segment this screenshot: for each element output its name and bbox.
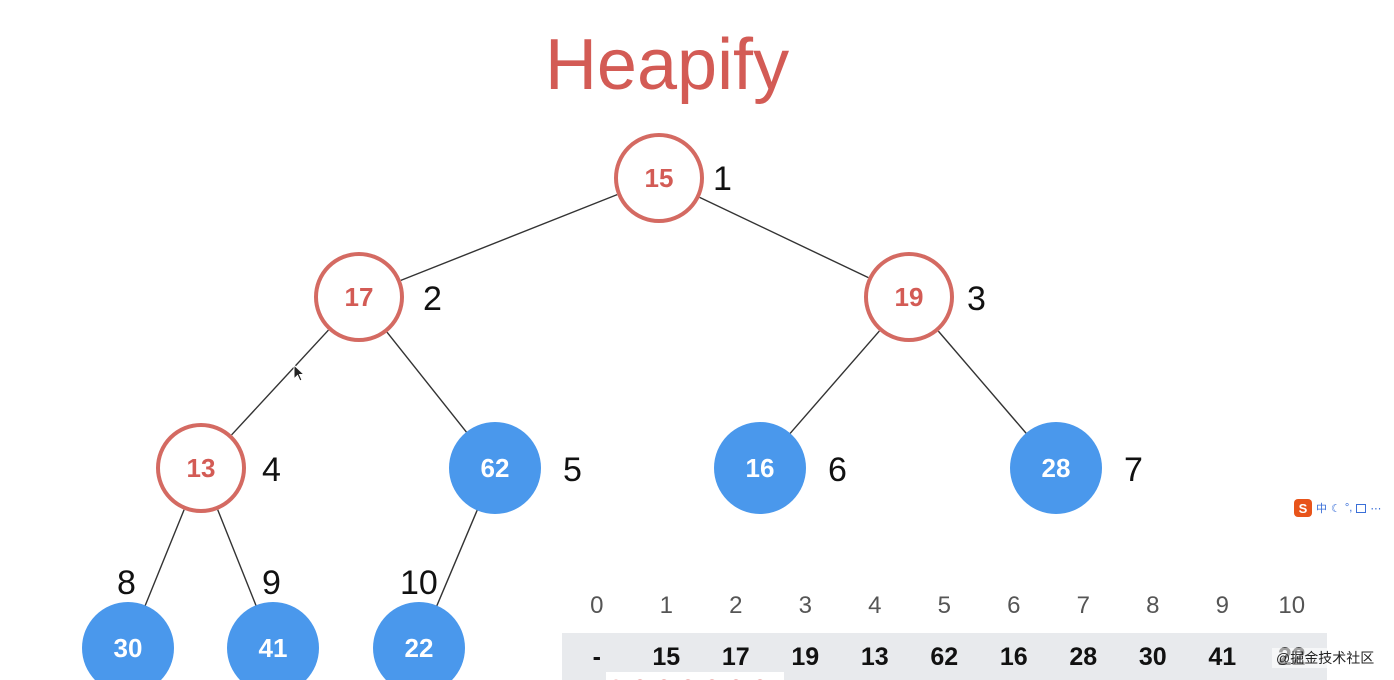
tree-edge-5-10 xyxy=(435,509,479,607)
array-value-cell: 15 xyxy=(652,643,681,671)
node-value: 17 xyxy=(345,282,374,312)
sogou-logo-icon[interactable]: S xyxy=(1294,499,1312,517)
array-index-cell: 3 xyxy=(798,592,812,619)
mouse-cursor-icon xyxy=(293,364,306,382)
node-index-label: 10 xyxy=(400,564,438,602)
diagram-title: Heapify xyxy=(544,25,790,105)
node-index-label: 2 xyxy=(423,280,442,318)
node-circle xyxy=(614,133,704,223)
punctuation-icon[interactable]: °, xyxy=(1344,502,1353,514)
node-value: 19 xyxy=(895,282,924,312)
array-index-cell: 1 xyxy=(659,592,673,619)
array-value-cell: 28 xyxy=(1069,643,1098,671)
array-value-cell: 13 xyxy=(860,643,889,671)
more-icon[interactable]: ⋯ xyxy=(1370,502,1382,515)
array-value-cell: 17 xyxy=(721,643,750,671)
node-value: 30 xyxy=(114,633,143,663)
node-circle xyxy=(156,423,246,513)
tree-edge-1-2 xyxy=(400,193,618,282)
tree-node-8: 30 8 xyxy=(82,564,174,680)
tree-node-10: 22 10 xyxy=(373,564,465,680)
ime-mode-label[interactable]: 中 xyxy=(1316,503,1327,515)
array-value-cell: 41 xyxy=(1208,643,1237,671)
tree-edge-2-4 xyxy=(231,329,329,436)
node-circle xyxy=(1010,422,1102,514)
node-index-label: 7 xyxy=(1124,451,1143,489)
tree-node-1: 15 1 xyxy=(614,133,732,223)
node-index-label: 9 xyxy=(262,564,281,602)
array-value-cell: - xyxy=(592,643,601,671)
tree-node-5: 62 5 xyxy=(449,422,582,514)
node-circle xyxy=(373,602,465,680)
node-value: 28 xyxy=(1042,453,1071,483)
node-circle xyxy=(864,252,954,342)
node-circle xyxy=(227,602,319,680)
node-value: 16 xyxy=(746,453,775,483)
tree-edge-3-7 xyxy=(937,330,1028,435)
tree-edge-4-9 xyxy=(217,509,257,607)
red-annotation-fragment xyxy=(606,672,784,680)
tree-edge-1-3 xyxy=(699,196,869,279)
array-index-cell: 6 xyxy=(1007,592,1021,619)
array-index-cell: 2 xyxy=(729,592,743,619)
node-value: 62 xyxy=(481,453,510,483)
array-value-cell: 62 xyxy=(930,643,959,671)
tree-node-7: 28 7 xyxy=(1010,422,1143,514)
keyboard-icon[interactable] xyxy=(1356,503,1367,513)
array-index-row: 0 1 2 3 4 5 6 7 8 9 10 xyxy=(562,588,1327,624)
tree-node-4: 13 4 xyxy=(156,423,281,513)
tree-edge-3-6 xyxy=(789,330,880,435)
tree-edges xyxy=(144,193,1028,607)
array-value-cell: 16 xyxy=(999,643,1028,671)
node-value: 15 xyxy=(645,163,674,193)
moon-icon[interactable]: ☾ xyxy=(1331,502,1341,515)
array-index-cell: 7 xyxy=(1076,592,1090,619)
node-index-label: 4 xyxy=(262,451,281,489)
node-value: 13 xyxy=(187,453,216,483)
tree-edge-4-8 xyxy=(144,509,185,607)
array-index-cell: 4 xyxy=(868,592,882,619)
node-circle xyxy=(314,252,404,342)
node-circle xyxy=(714,422,806,514)
node-index-label: 1 xyxy=(713,160,732,198)
tree-edge-2-5 xyxy=(386,331,468,434)
array-index-cell: 0 xyxy=(590,592,604,619)
node-circle xyxy=(82,602,174,680)
array-value-cell: 30 xyxy=(1138,643,1167,671)
tree-node-6: 16 6 xyxy=(714,422,847,514)
node-index-label: 5 xyxy=(563,451,582,489)
tree-node-2: 17 2 xyxy=(314,252,442,342)
tree-node-3: 19 3 xyxy=(864,252,986,342)
array-index-cell: 10 xyxy=(1278,592,1306,619)
node-index-label: 8 xyxy=(117,564,136,602)
array-index-cell: 8 xyxy=(1146,592,1160,619)
node-index-label: 3 xyxy=(967,280,986,318)
tree-node-9: 41 9 xyxy=(227,564,319,680)
node-value: 41 xyxy=(259,633,288,663)
array-value-cell: 19 xyxy=(791,643,820,671)
node-circle xyxy=(449,422,541,514)
node-value: 22 xyxy=(405,633,434,663)
watermark: @掘金技术社区 xyxy=(1272,648,1379,668)
ime-toolbar[interactable]: S 中 ☾ °, ⋯ xyxy=(1294,497,1382,519)
node-index-label: 6 xyxy=(828,451,847,489)
array-index-cell: 9 xyxy=(1215,592,1229,619)
array-index-cell: 5 xyxy=(937,592,951,619)
